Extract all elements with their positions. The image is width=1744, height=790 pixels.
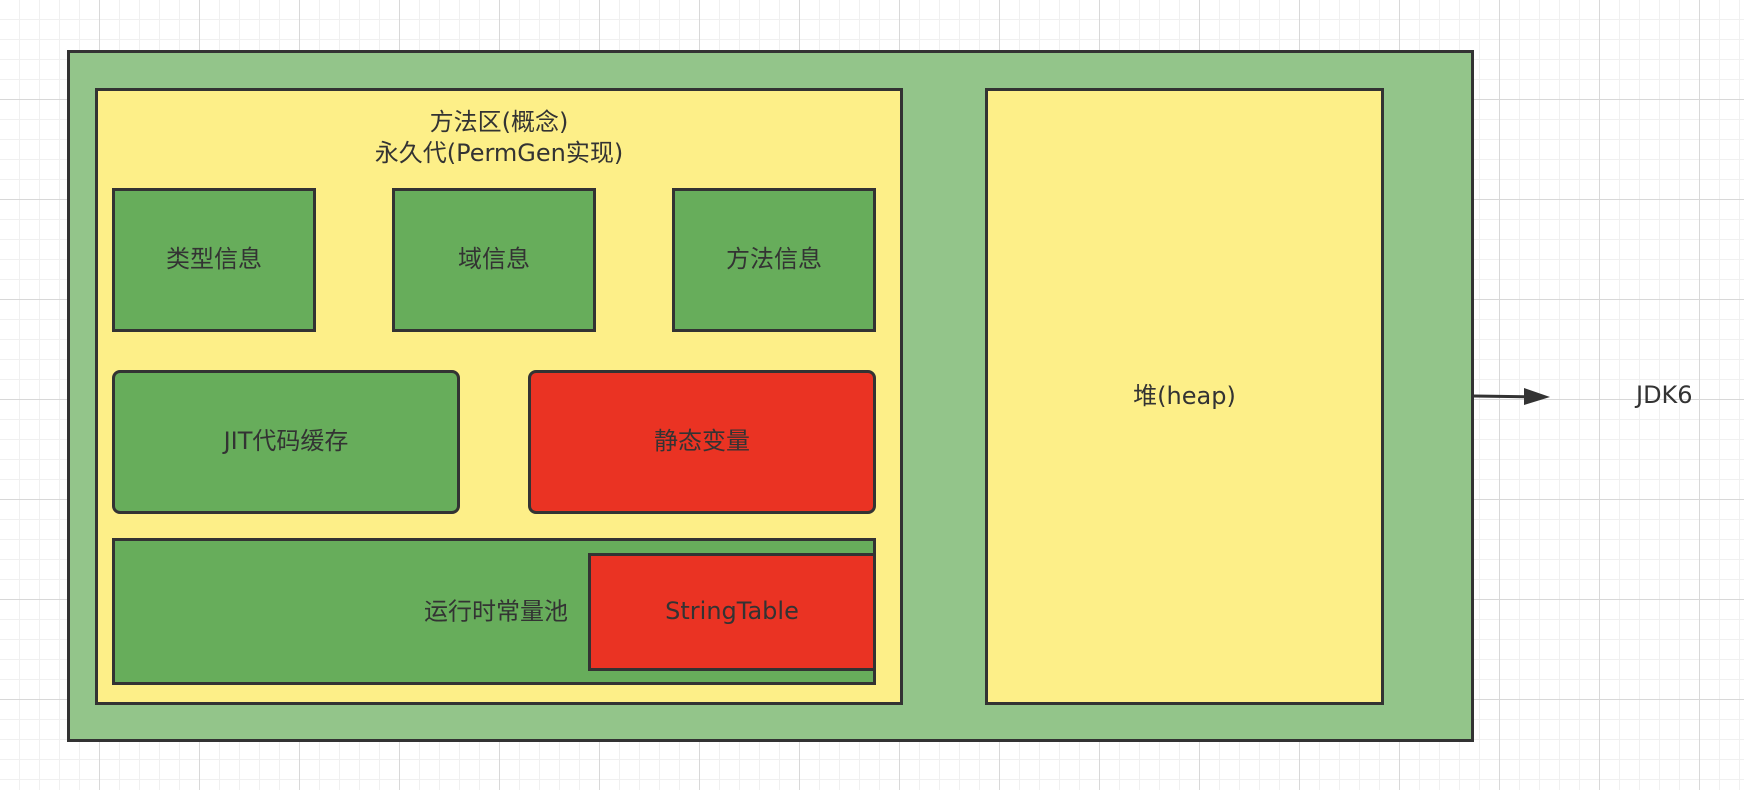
arrow-right-icon (1474, 388, 1550, 405)
arrow-head (1524, 388, 1550, 405)
heap-label: 堆(heap) (1133, 381, 1236, 410)
static-vars-box: 静态变量 (528, 370, 876, 514)
method-info-label: 方法信息 (726, 245, 822, 274)
heap-region: 堆(heap) (985, 88, 1384, 705)
method-area-title-line2: 永久代(PermGen实现) (374, 139, 624, 168)
method-info-box: 方法信息 (672, 188, 876, 332)
type-info-box: 类型信息 (112, 188, 316, 332)
jdk-version-label: JDK6 (1636, 381, 1693, 409)
field-info-label: 域信息 (458, 245, 530, 274)
runtime-constant-pool-label: 运行时常量池 (424, 596, 568, 625)
method-area-title-line1: 方法区(概念) (429, 108, 569, 136)
jit-cache-label: JIT代码缓存 (223, 427, 349, 456)
type-info-label: 类型信息 (166, 245, 262, 274)
arrow-shaft (1474, 394, 1527, 399)
method-area-title: 方法区(概念) 永久代(PermGen实现) (98, 107, 900, 169)
string-table-label: StringTable (665, 597, 799, 626)
static-vars-label: 静态变量 (654, 427, 750, 456)
field-info-box: 域信息 (392, 188, 596, 332)
string-table-box: StringTable (588, 553, 876, 671)
jit-cache-box: JIT代码缓存 (112, 370, 460, 514)
